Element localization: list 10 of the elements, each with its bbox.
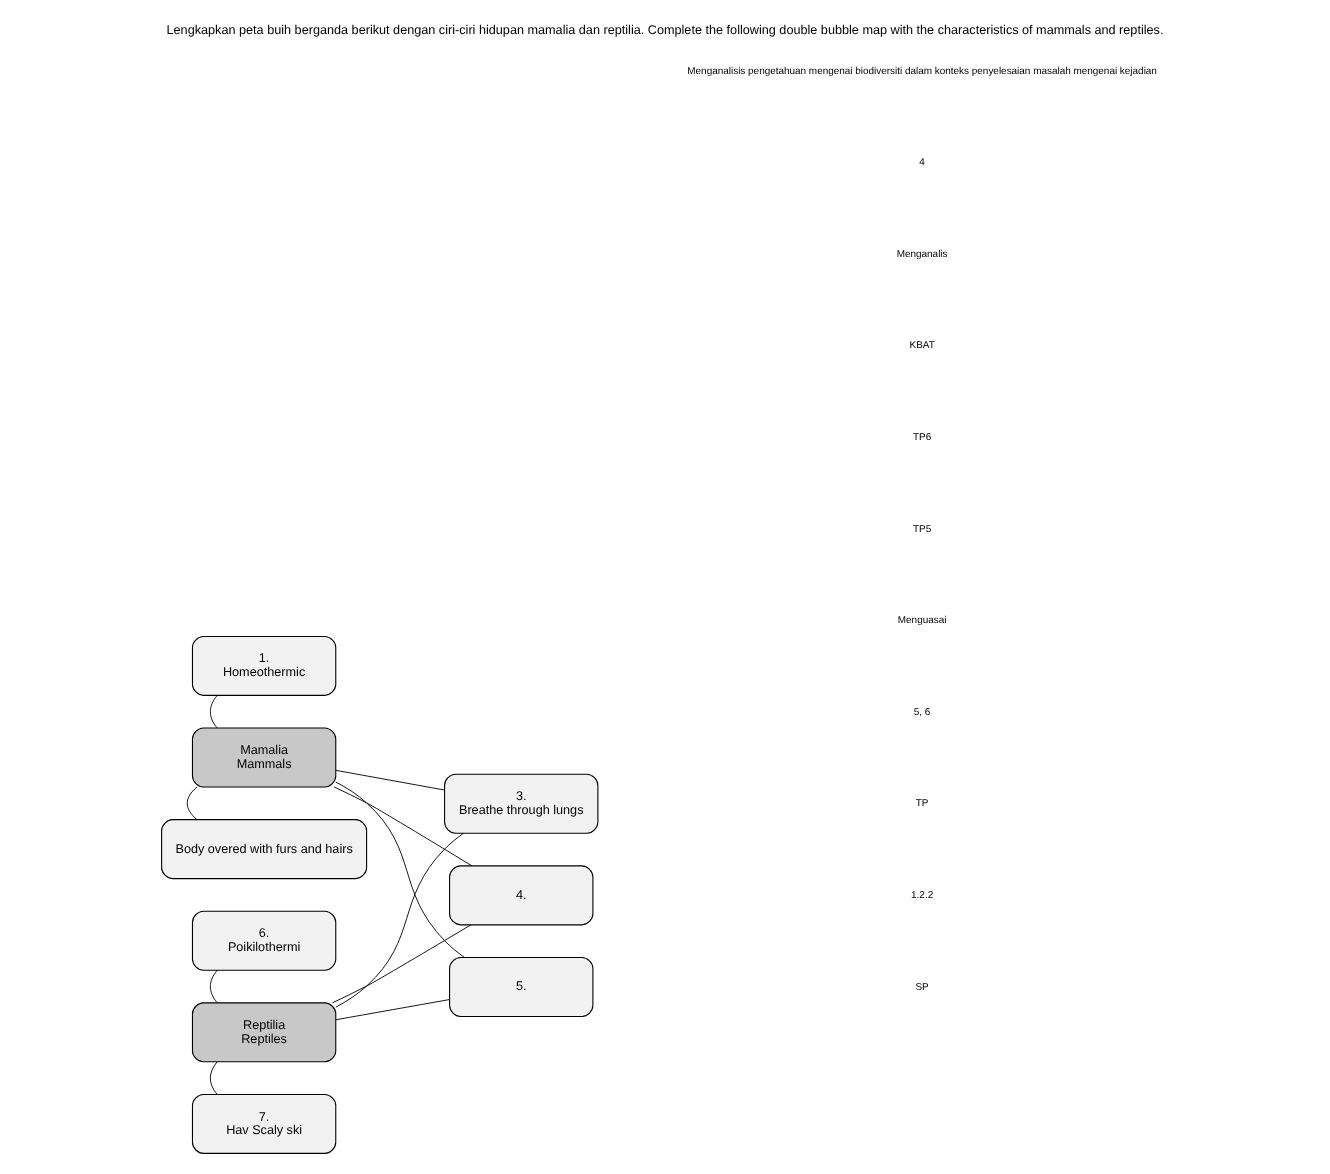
connector <box>335 999 450 1021</box>
connector <box>333 786 473 867</box>
connector <box>332 924 472 1004</box>
connector <box>335 769 445 791</box>
connector <box>209 1061 218 1095</box>
connector <box>335 781 465 958</box>
connector <box>209 969 218 1004</box>
connector <box>335 832 464 1008</box>
connector <box>186 786 198 820</box>
connector <box>209 694 218 729</box>
